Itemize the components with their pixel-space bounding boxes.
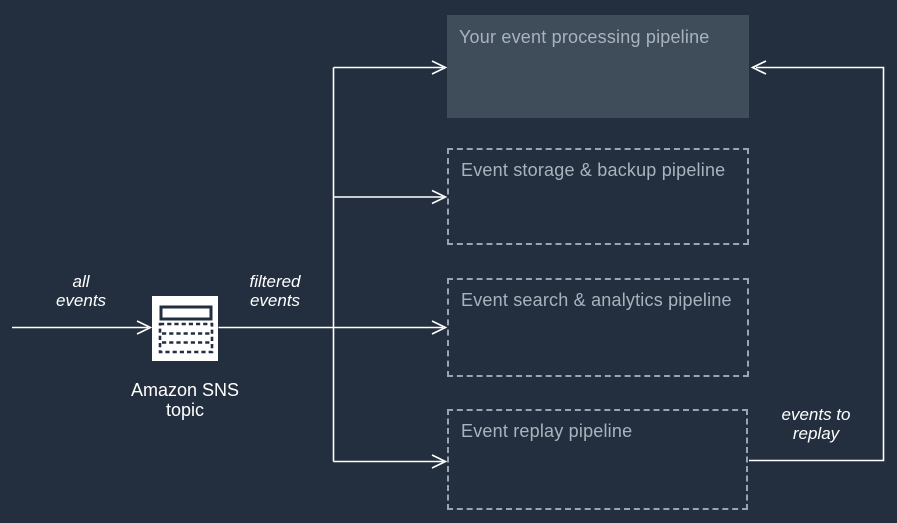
- sns-topic-label-line1: Amazon SNS: [130, 380, 240, 400]
- sns-topic-icon: [152, 296, 218, 361]
- node-processing-title: Your event processing pipeline: [459, 27, 710, 47]
- node-storage-title: Event storage & backup pipeline: [461, 160, 726, 180]
- edge-to-replay: [333, 454, 448, 469]
- edge-to-storage: [333, 189, 448, 205]
- sns-topic-label: Amazon SNS topic: [115, 380, 255, 420]
- node-storage-pipeline: Event storage & backup pipeline: [447, 148, 749, 245]
- edge-label-all-events-line2: events: [55, 291, 107, 310]
- edge-label-events-to-replay-line2: replay: [792, 424, 840, 443]
- edge-label-events-to-replay-line1: events to: [781, 405, 851, 424]
- edge-label-filtered-events: filtered events: [225, 272, 325, 310]
- node-search-pipeline: Event search & analytics pipeline: [447, 278, 749, 377]
- node-search-title: Event search & analytics pipeline: [461, 290, 732, 310]
- sns-topic-icon-glyph: [158, 305, 214, 354]
- node-replay-title: Event replay pipeline: [461, 421, 633, 441]
- edge-label-all-events-line1: all: [72, 272, 90, 291]
- sns-topic-label-line2: topic: [165, 400, 205, 420]
- edge-label-filtered-events-line2: events: [249, 291, 301, 310]
- edge-all-events: [12, 320, 153, 335]
- node-replay-pipeline: Event replay pipeline: [447, 409, 748, 510]
- node-processing-pipeline: Your event processing pipeline: [447, 15, 749, 118]
- edge-label-all-events: all events: [41, 272, 121, 310]
- edge-events-to-replay: [749, 60, 885, 462]
- edge-label-events-to-replay: events to replay: [756, 405, 876, 443]
- edge-label-filtered-events-line1: filtered: [249, 272, 301, 291]
- edge-to-search: [333, 320, 448, 335]
- edge-to-processing: [333, 60, 448, 75]
